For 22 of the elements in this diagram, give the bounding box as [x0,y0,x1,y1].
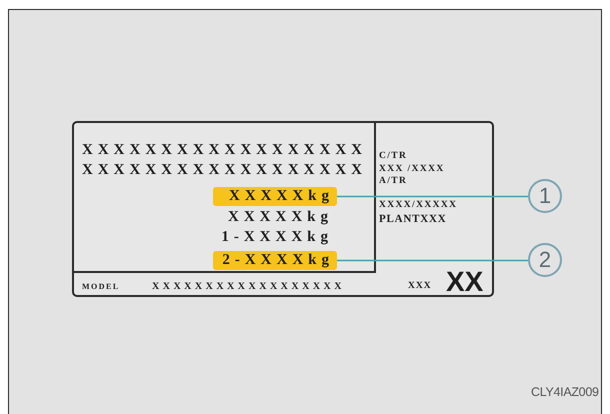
plate-text: A/TR [379,177,408,186]
plate-text: XXXX/XXXXX [379,201,458,210]
leader-line [337,260,528,262]
plate-text: PLANTXXX [379,214,447,225]
plate-text: C/TR [379,152,408,162]
plate-text: XX [446,268,484,296]
field-label: MODEL [82,283,120,291]
callout-number: 1 [528,179,562,213]
id-plate [72,121,494,297]
plate-text: XXX /XXXX [379,165,445,174]
callout-number: 2 [528,243,562,277]
plate-text: XXX [408,282,432,292]
highlighted-text: XXXXXkg [213,187,337,206]
plate-text: XXXXXXXXXXXXXXXXXX [82,141,367,159]
plate-text: XXXXXXXXXXXXXXXXXX [152,282,345,292]
leader-line [337,196,528,198]
plate-text: XXXXXkg [228,208,333,226]
figure-code: CLY4IAZ009 [531,386,599,398]
plate-text: 1-XXXXkg [221,228,333,246]
highlighted-text: 2-XXXXkg [213,251,337,270]
plate-panel [74,123,376,273]
plate-text: XXXXXXXXXXXXXXXXXX [82,161,367,179]
